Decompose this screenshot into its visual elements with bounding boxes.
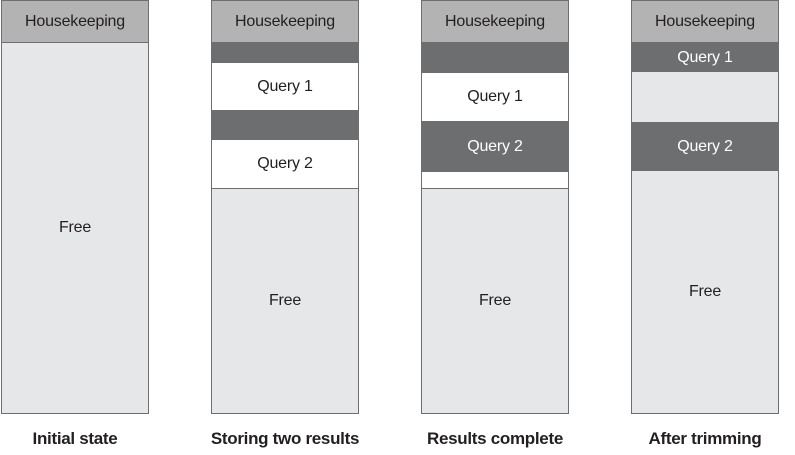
memory-column-storing-two-results: Housekeeping Query 1 Query 2 Free bbox=[211, 0, 359, 414]
allocated-block bbox=[212, 43, 358, 62]
free-gap-block bbox=[632, 72, 778, 122]
free-block: Free bbox=[422, 189, 568, 413]
memory-column-after-trimming: Housekeeping Query 1 Query 2 Free bbox=[631, 0, 779, 414]
query-1-block: Query 1 bbox=[212, 62, 358, 111]
query-2-block: Query 2 bbox=[422, 122, 568, 171]
caption-results-complete: Results complete bbox=[427, 429, 563, 448]
free-block: Free bbox=[212, 189, 358, 413]
query-1-block: Query 1 bbox=[422, 72, 568, 122]
housekeeping-block: Housekeeping bbox=[422, 1, 568, 43]
unused-block bbox=[422, 171, 568, 189]
housekeeping-block: Housekeeping bbox=[2, 1, 148, 43]
memory-column-initial-state: Housekeeping Free bbox=[1, 0, 149, 414]
allocated-block bbox=[422, 43, 568, 72]
caption-initial-state: Initial state bbox=[32, 429, 118, 448]
free-block: Free bbox=[2, 43, 148, 413]
caption-after-trimming: After trimming bbox=[648, 429, 762, 448]
housekeeping-block: Housekeeping bbox=[212, 1, 358, 43]
memory-column-results-complete: Housekeeping Query 1 Query 2 Free bbox=[421, 0, 569, 414]
free-block: Free bbox=[632, 171, 778, 413]
query-2-block: Query 2 bbox=[632, 122, 778, 171]
housekeeping-block: Housekeeping bbox=[632, 1, 778, 43]
query-2-block: Query 2 bbox=[212, 139, 358, 189]
allocated-block bbox=[212, 111, 358, 139]
caption-storing-two-results: Storing two results bbox=[210, 429, 360, 448]
query-1-block: Query 1 bbox=[632, 43, 778, 72]
